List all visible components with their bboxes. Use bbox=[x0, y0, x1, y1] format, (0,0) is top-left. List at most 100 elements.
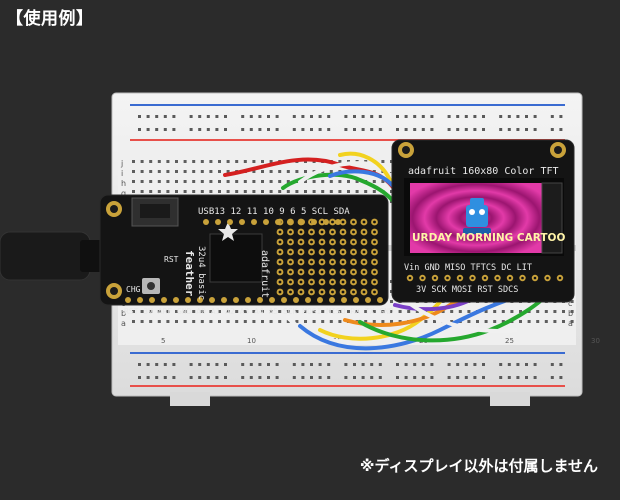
breadboard-hole bbox=[338, 160, 342, 163]
header-pin bbox=[245, 297, 251, 303]
breadboard-hole bbox=[338, 320, 342, 323]
mount-hole-center bbox=[110, 205, 118, 213]
proto-pad-hole bbox=[299, 260, 303, 264]
rail-hole bbox=[241, 376, 245, 379]
rail-hole bbox=[249, 115, 253, 118]
rail-hole bbox=[482, 115, 485, 118]
breadboard-hole bbox=[183, 160, 187, 163]
proto-pad-hole bbox=[352, 270, 355, 274]
proto-pad-hole bbox=[373, 250, 376, 254]
breadboard-hole bbox=[364, 190, 368, 193]
breadboard-hole bbox=[157, 190, 161, 193]
rail-hole bbox=[370, 376, 374, 379]
breadboard-hole bbox=[200, 160, 204, 163]
rail-hole bbox=[310, 376, 313, 379]
rail-hole bbox=[370, 128, 374, 131]
proto-pad-hole bbox=[278, 260, 282, 264]
breadboard-hole bbox=[218, 170, 221, 173]
bottom-rail-holes bbox=[138, 363, 563, 379]
proto-pad-hole bbox=[289, 240, 292, 244]
proto-pad-hole bbox=[310, 240, 313, 244]
rail-hole bbox=[559, 376, 563, 379]
rail-hole bbox=[404, 128, 408, 131]
breadboard-hole bbox=[570, 310, 574, 313]
col-number: 30 bbox=[591, 337, 600, 345]
breadboard-hole bbox=[226, 190, 230, 193]
breadboard-hole bbox=[364, 320, 368, 323]
proto-pad-hole bbox=[299, 250, 303, 254]
rail-hole bbox=[163, 363, 167, 366]
proto-pad-hole bbox=[362, 220, 366, 224]
rail-hole bbox=[258, 128, 262, 131]
proto-pad-hole bbox=[278, 270, 282, 274]
rail-hole bbox=[396, 115, 399, 118]
rail-hole bbox=[404, 115, 408, 118]
rail-hole bbox=[361, 363, 365, 366]
rail-hole bbox=[456, 128, 460, 131]
breadboard-hole bbox=[329, 180, 333, 183]
proto-pad-hole bbox=[341, 220, 345, 224]
tft-screen-text: URDAY MORNING CARTOO bbox=[412, 232, 565, 244]
breadboard-hole bbox=[166, 190, 170, 193]
breadboard-hole bbox=[501, 310, 505, 313]
rail-hole bbox=[138, 115, 141, 118]
proto-pad-hole bbox=[331, 230, 334, 234]
breadboard-hole bbox=[286, 310, 290, 313]
rail-hole bbox=[301, 376, 305, 379]
row-letter: b bbox=[121, 309, 126, 318]
breadboard-hole bbox=[364, 310, 368, 313]
rail-hole bbox=[172, 115, 176, 118]
tft-heading: adafruit 160x80 Color TFT bbox=[408, 166, 559, 177]
row-letter: b bbox=[568, 309, 573, 318]
breadboard-hole bbox=[329, 320, 333, 323]
breadboard-hole bbox=[132, 180, 135, 183]
header-pin bbox=[335, 219, 341, 225]
breadboard-hole bbox=[278, 170, 282, 173]
rail-hole bbox=[301, 115, 305, 118]
bottom-pin-labels: RST 3V ARF GND A0 A1 A2 A3 A4 A5 SCK MOS… bbox=[124, 307, 394, 316]
rail-hole bbox=[430, 115, 434, 118]
tft-pins-bottom-labels: 3V SCK MOSI RST SDCS bbox=[416, 285, 518, 295]
rail-hole bbox=[421, 363, 425, 366]
breadboard-hole bbox=[484, 310, 488, 313]
proto-pad-hole bbox=[299, 240, 303, 244]
breadboard-hole bbox=[278, 180, 282, 183]
breadboard-hole bbox=[553, 310, 557, 313]
header-pin bbox=[305, 297, 311, 303]
rail-hole bbox=[241, 363, 245, 366]
breadboard-hole bbox=[295, 310, 299, 313]
breadboard-hole bbox=[536, 310, 540, 313]
breadboard-hole bbox=[355, 180, 359, 183]
rail-hole bbox=[198, 376, 202, 379]
proto-pad-hole bbox=[352, 280, 355, 284]
tft-pin-hole bbox=[458, 276, 462, 280]
rail-hole bbox=[215, 115, 219, 118]
rail-hole bbox=[275, 363, 279, 366]
proto-pad-hole bbox=[362, 230, 366, 234]
breadboard-hole bbox=[140, 180, 144, 183]
col-number: 10 bbox=[247, 337, 256, 345]
header-pin bbox=[263, 219, 269, 225]
proto-pad-hole bbox=[310, 280, 313, 284]
wire-blue bbox=[328, 169, 394, 187]
breadboard-hole bbox=[226, 320, 230, 323]
breadboard-hole bbox=[140, 310, 144, 313]
tft-pin-hole bbox=[496, 276, 499, 280]
breadboard-hole bbox=[200, 190, 204, 193]
proto-pad-hole bbox=[352, 290, 355, 294]
breadboard-hole bbox=[536, 320, 540, 323]
rail-hole bbox=[138, 363, 141, 366]
breadboard-hole bbox=[501, 320, 505, 323]
rail-hole bbox=[318, 376, 322, 379]
breadboard-hole bbox=[226, 160, 230, 163]
proto-pad-hole bbox=[320, 290, 324, 294]
proto-pad-hole bbox=[299, 280, 303, 284]
rail-hole bbox=[378, 376, 382, 379]
proto-pad-hole bbox=[320, 250, 324, 254]
rail-hole bbox=[318, 128, 322, 131]
proto-pad-hole bbox=[331, 250, 334, 254]
breadboard-hole bbox=[286, 170, 290, 173]
feather-bottom-pins bbox=[125, 297, 383, 303]
breadboard-hole bbox=[140, 160, 144, 163]
breadboard-hole bbox=[192, 160, 196, 163]
